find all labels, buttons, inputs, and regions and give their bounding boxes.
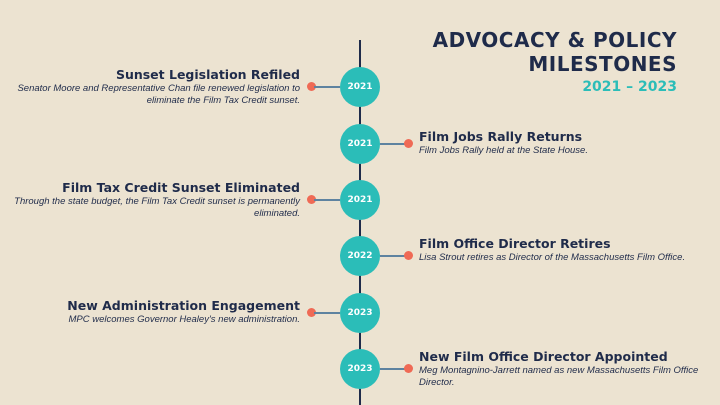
milestone-2-year-badge: 2021 [340,124,380,164]
milestone-1-connector [314,86,340,88]
milestone-5-title: New Administration Engagement [67,298,300,313]
milestone-5-dot [307,308,316,317]
milestone-3-year-badge: 2021 [340,180,380,220]
milestone-1-year-badge: 2021 [340,67,380,107]
milestone-5-text: New Administration Engagement MPC welcom… [0,298,300,326]
milestone-1-description: Senator Moore and Representative Chan fi… [17,83,300,106]
milestone-2-description: Film Jobs Rally held at the State House. [419,145,588,156]
milestone-1: Sunset Legislation Refiled Senator Moore… [0,67,720,109]
title-block: ADVOCACY & POLICY MILESTONES 2021 – 2023 [433,28,677,97]
milestone-3-description: Through the state budget, the Film Tax C… [14,196,300,219]
milestone-2: 2021 Film Jobs Rally Returns Film Jobs R… [0,124,720,166]
milestone-4-description: Lisa Strout retires as Director of the M… [419,252,686,263]
milestone-5-description: MPC welcomes Governor Healey's new admin… [68,314,300,325]
milestone-4-dot [404,251,413,260]
milestone-6-description: Meg Montagnino-Jarrett named as new Mass… [419,365,699,388]
milestone-1-text: Sunset Legislation Refiled Senator Moore… [0,67,300,106]
milestone-4-text: Film Office Director Retires Lisa Strout… [419,236,709,264]
milestone-4: 2022 Film Office Director Retires Lisa S… [0,236,720,278]
page-title-line-2: MILESTONES [528,52,677,76]
milestone-2-dot [404,139,413,148]
milestone-6-dot [404,364,413,373]
milestone-2-title: Film Jobs Rally Returns [419,129,583,144]
milestone-6-connector [380,368,406,370]
milestone-6: 2023 New Film Office Director Appointed … [0,349,720,391]
milestone-5-year-badge: 2023 [340,293,380,333]
milestone-3-dot [307,195,316,204]
timeline-spine [359,40,361,405]
milestone-4-title: Film Office Director Retires [419,236,611,251]
milestone-2-text: Film Jobs Rally Returns Film Jobs Rally … [419,129,709,157]
milestone-4-year-badge: 2022 [340,236,380,276]
milestone-6-text: New Film Office Director Appointed Meg M… [419,349,709,388]
milestone-3-title: Film Tax Credit Sunset Eliminated [62,180,300,195]
milestone-6-year-badge: 2023 [340,349,380,389]
milestone-1-dot [307,82,316,91]
milestone-3: Film Tax Credit Sunset Eliminated Throug… [0,180,720,222]
milestone-5: New Administration Engagement MPC welcom… [0,293,720,335]
milestone-3-text: Film Tax Credit Sunset Eliminated Throug… [0,180,300,219]
milestone-1-title: Sunset Legislation Refiled [115,67,300,82]
milestone-6-title: New Film Office Director Appointed [419,349,668,364]
page-subtitle: 2021 – 2023 [582,79,677,95]
page-title-line-1: ADVOCACY & POLICY [432,28,677,52]
milestone-4-connector [380,255,406,257]
milestone-5-connector [314,312,340,314]
milestone-2-connector [380,143,406,145]
milestone-3-connector [314,199,340,201]
